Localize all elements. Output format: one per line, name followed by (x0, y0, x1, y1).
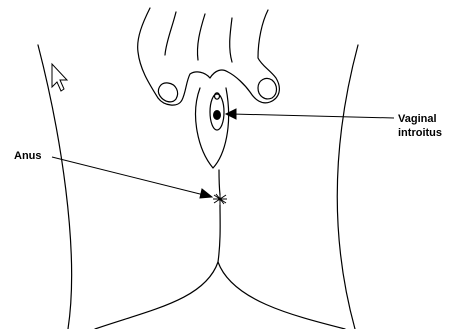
fingertip-right (258, 78, 277, 98)
anus-label: Anus (14, 149, 42, 163)
anus-arrowhead (200, 189, 212, 198)
perineum-line (219, 170, 220, 195)
buttock-crease (95, 205, 220, 329)
vaginal-introitus-label-line1: Vaginal (398, 112, 442, 126)
buttock-crease-right (218, 262, 345, 329)
left-thigh-outline (38, 45, 72, 329)
vagina-arrowhead (226, 109, 236, 119)
anus-leader-line (52, 157, 208, 196)
vaginal-introitus-label: Vaginal introitus (398, 112, 442, 140)
introitus-dot (213, 110, 221, 120)
vaginal-introitus-label-line2: introitus (398, 126, 442, 140)
mouse-pointer-icon (52, 64, 67, 91)
vagina-leader-line (232, 114, 394, 118)
right-thigh-outline (337, 45, 358, 329)
